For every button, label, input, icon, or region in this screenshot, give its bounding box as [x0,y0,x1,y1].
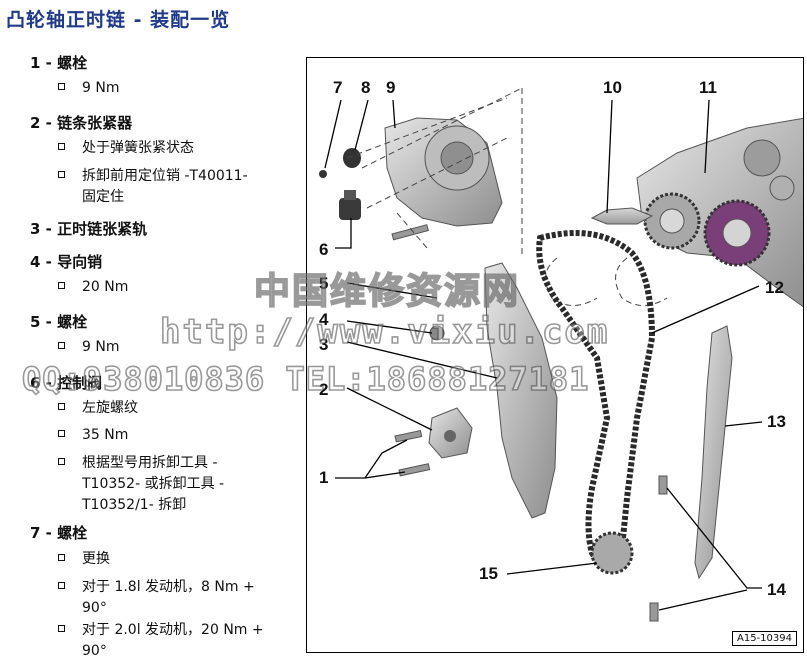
guide-pin-4 [429,325,445,341]
part-detail-text: 处于弹簧张紧状态 [82,140,194,156]
seal-8 [343,148,361,168]
callout-14: 14 [767,580,786,599]
part-heading-3: 3 - 正时链张紧轨 [30,220,148,238]
tensioner-rail-3 [484,262,558,519]
guide-rail-13 [694,325,733,580]
page-title: 凸轮轴正时链 - 装配一览 [6,9,231,31]
bullet-square-icon [58,430,65,437]
bullet-square-icon [58,171,65,178]
callout-9: 9 [386,78,396,97]
bullet-square-icon [58,282,65,289]
bullet-square-icon [58,458,65,465]
part-detail-text: 20 Nm [82,279,129,295]
part-heading-2: 2 - 链条张紧器 [30,114,133,132]
housing-9 [384,117,503,227]
part-heading-7: 7 - 螺栓 [30,524,88,542]
callout-1: 1 [319,468,329,487]
part-detail-text: 对于 1.8l 发动机，8 Nm + 90° [82,579,255,616]
control-valve-6 [339,190,361,220]
callout-10: 10 [603,78,622,97]
bullet-square-icon [58,403,65,410]
bullet-square-icon [58,342,65,349]
leader-lines [324,99,763,611]
callout-2: 2 [319,380,329,399]
chain-tensioner-2 [428,407,473,459]
bullet-square-icon [58,582,65,589]
callout-7: 7 [333,78,343,97]
bullet-square-icon [58,83,65,90]
part-heading-1: 1 - 螺栓 [30,54,88,72]
camshaft-sprockets [643,192,771,267]
part-detail-text: 更换 [82,551,110,567]
part-detail-text: 9 Nm [82,80,120,96]
bolt-5 [391,224,429,241]
callout-13: 13 [767,412,786,431]
part-detail-text: 9 Nm [82,339,120,355]
part-detail-text: 左旋螺纹 [82,400,138,416]
bolt-1b [398,463,431,477]
bolt-14b [649,602,659,622]
part-heading-6: 6 - 控制阀 [30,374,103,392]
bolt-7 [319,170,327,178]
crankshaft-sprocket-15 [590,531,634,575]
bullet-square-icon [58,143,65,150]
part-detail-text: 35 Nm [82,427,129,443]
alignment-lines [346,87,668,306]
bullet-square-icon [58,554,65,561]
bullet-square-icon [58,625,65,632]
bolt-14a [658,475,668,495]
callout-3: 3 [319,335,329,354]
part-heading-5: 5 - 螺栓 [30,313,88,331]
part-detail-text: 拆卸前用定位销 -T40011- 固定住 [82,168,248,205]
callout-15: 15 [479,564,498,583]
callout-12: 12 [765,278,784,297]
part-detail-text: 根据型号用拆卸工具 - T10352- 或拆卸工具 - T10352/1- 拆卸 [82,455,225,513]
callout-5: 5 [319,274,329,293]
callout-11: 11 [699,78,717,97]
callout-4: 4 [319,310,329,329]
part-detail-text: 对于 2.0l 发动机，20 Nm + 90° [82,622,264,659]
diagram-drawing [319,87,803,622]
callout-8: 8 [361,78,371,97]
figure-id: A15-10394 [732,631,797,646]
part-heading-4: 4 - 导向销 [30,253,103,271]
bolt-1a [394,430,423,443]
callout-6: 6 [319,240,329,259]
parts-list: 1 - 螺栓 9 Nm 2 - 链条张紧器处于弹簧张紧状态拆卸前用定位销 -T400… [0,0,300,669]
